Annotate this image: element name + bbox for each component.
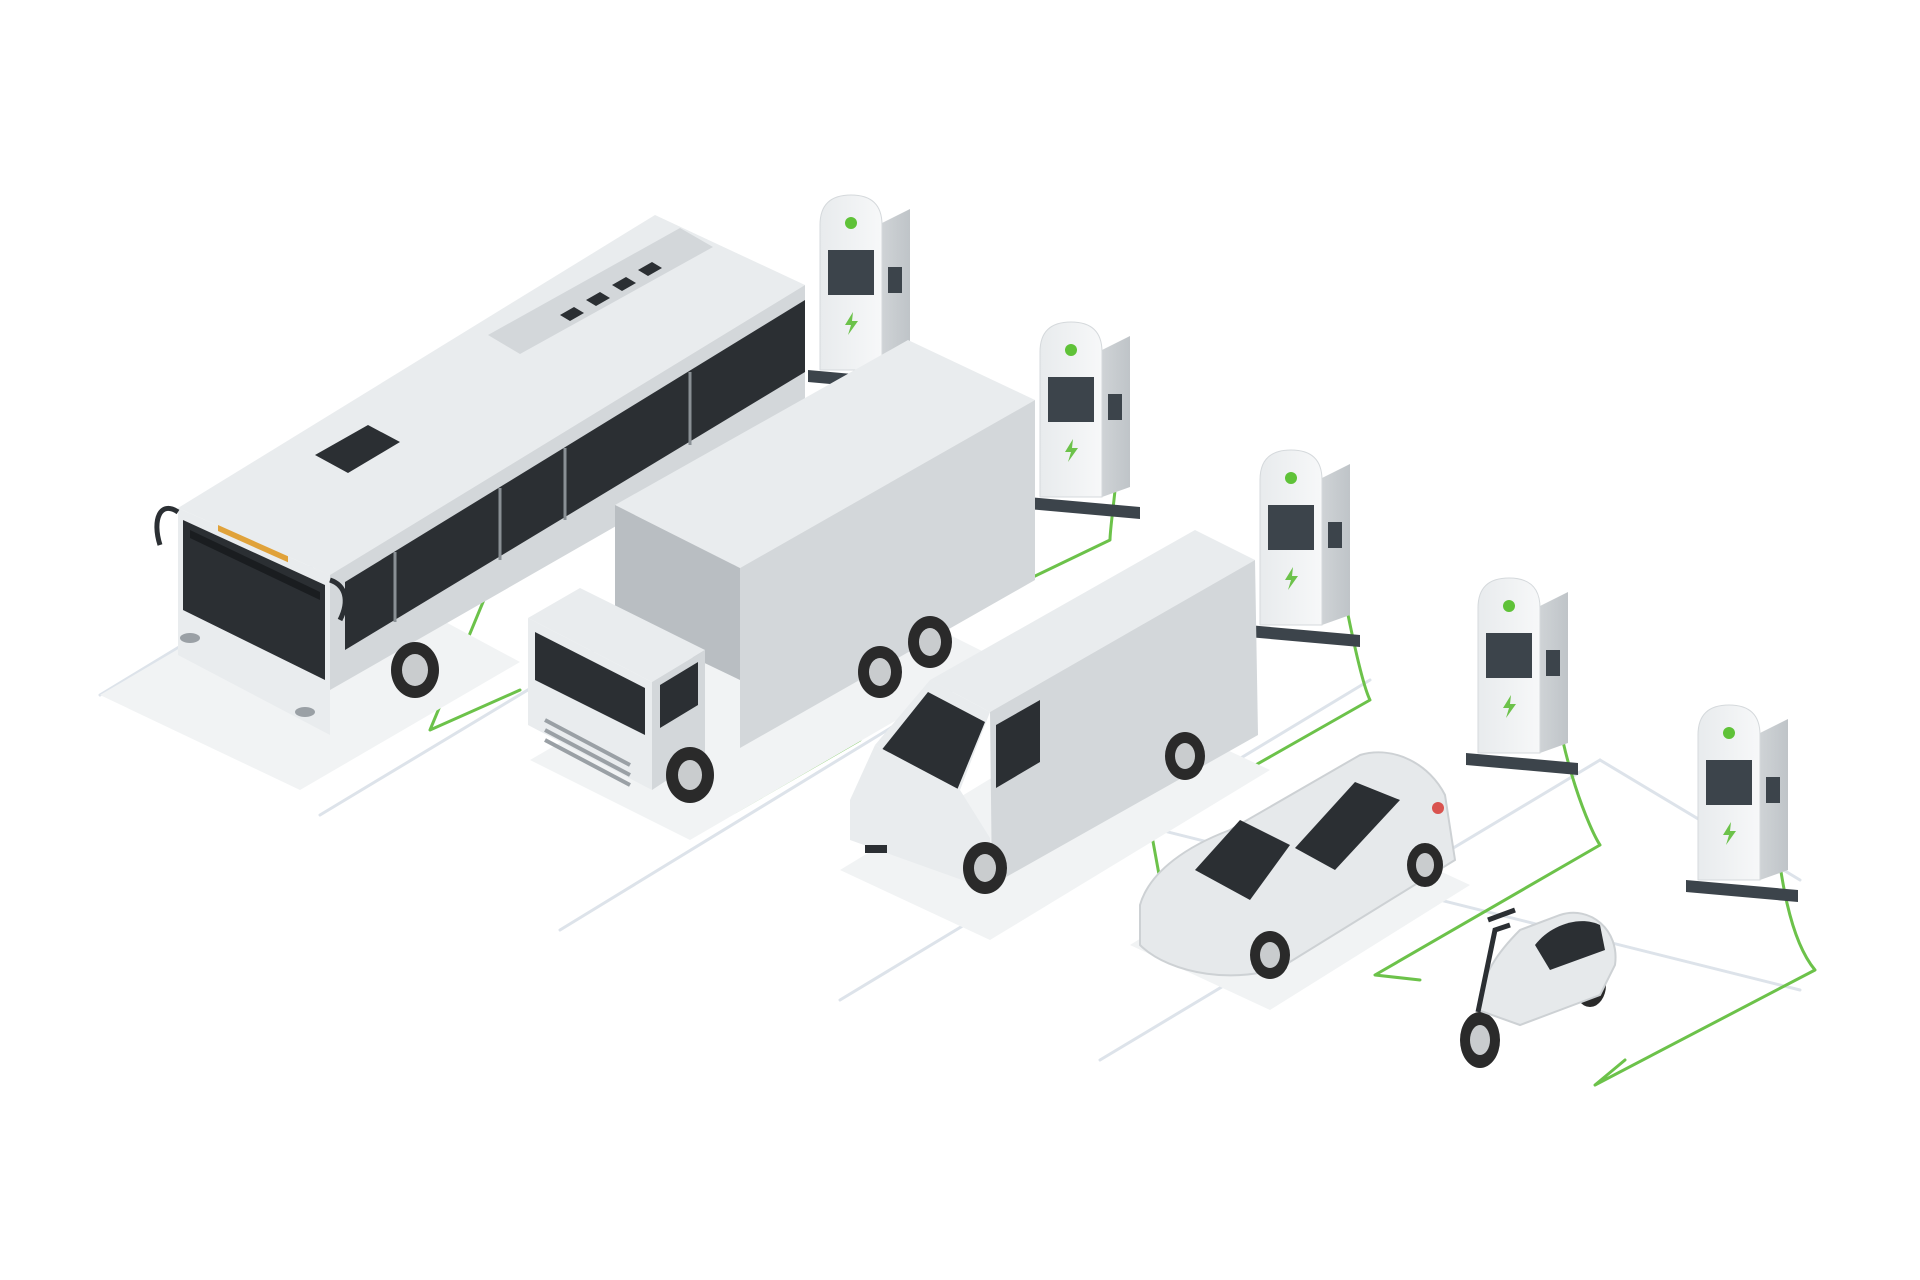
- scooter-icon: [1460, 907, 1617, 1068]
- status-light: [1723, 727, 1735, 739]
- charger-screen: [1268, 505, 1314, 550]
- lightning-bolt-icon: [845, 312, 858, 335]
- charging-station: [1248, 449, 1360, 647]
- status-light: [1285, 472, 1297, 484]
- charging-station: [1686, 704, 1798, 902]
- car-icon: [1130, 751, 1470, 1010]
- lightning-bolt-icon: [1285, 567, 1298, 590]
- charger-screen: [828, 250, 874, 295]
- status-light: [1065, 344, 1077, 356]
- charger-screen: [1048, 377, 1094, 422]
- charging-station: [1466, 577, 1578, 775]
- charger-screen: [1706, 760, 1752, 805]
- bus-icon: [100, 215, 805, 790]
- truck-icon: [528, 340, 1035, 840]
- lightning-bolt-icon: [1503, 695, 1516, 718]
- charger-screen: [1486, 633, 1532, 678]
- status-light: [845, 217, 857, 229]
- charging-station: [1028, 321, 1140, 519]
- lightning-bolt-icon: [1065, 439, 1078, 462]
- status-light: [1503, 600, 1515, 612]
- charging-stations: [808, 194, 1798, 902]
- lightning-bolt-icon: [1723, 822, 1736, 845]
- van-icon: [840, 530, 1270, 940]
